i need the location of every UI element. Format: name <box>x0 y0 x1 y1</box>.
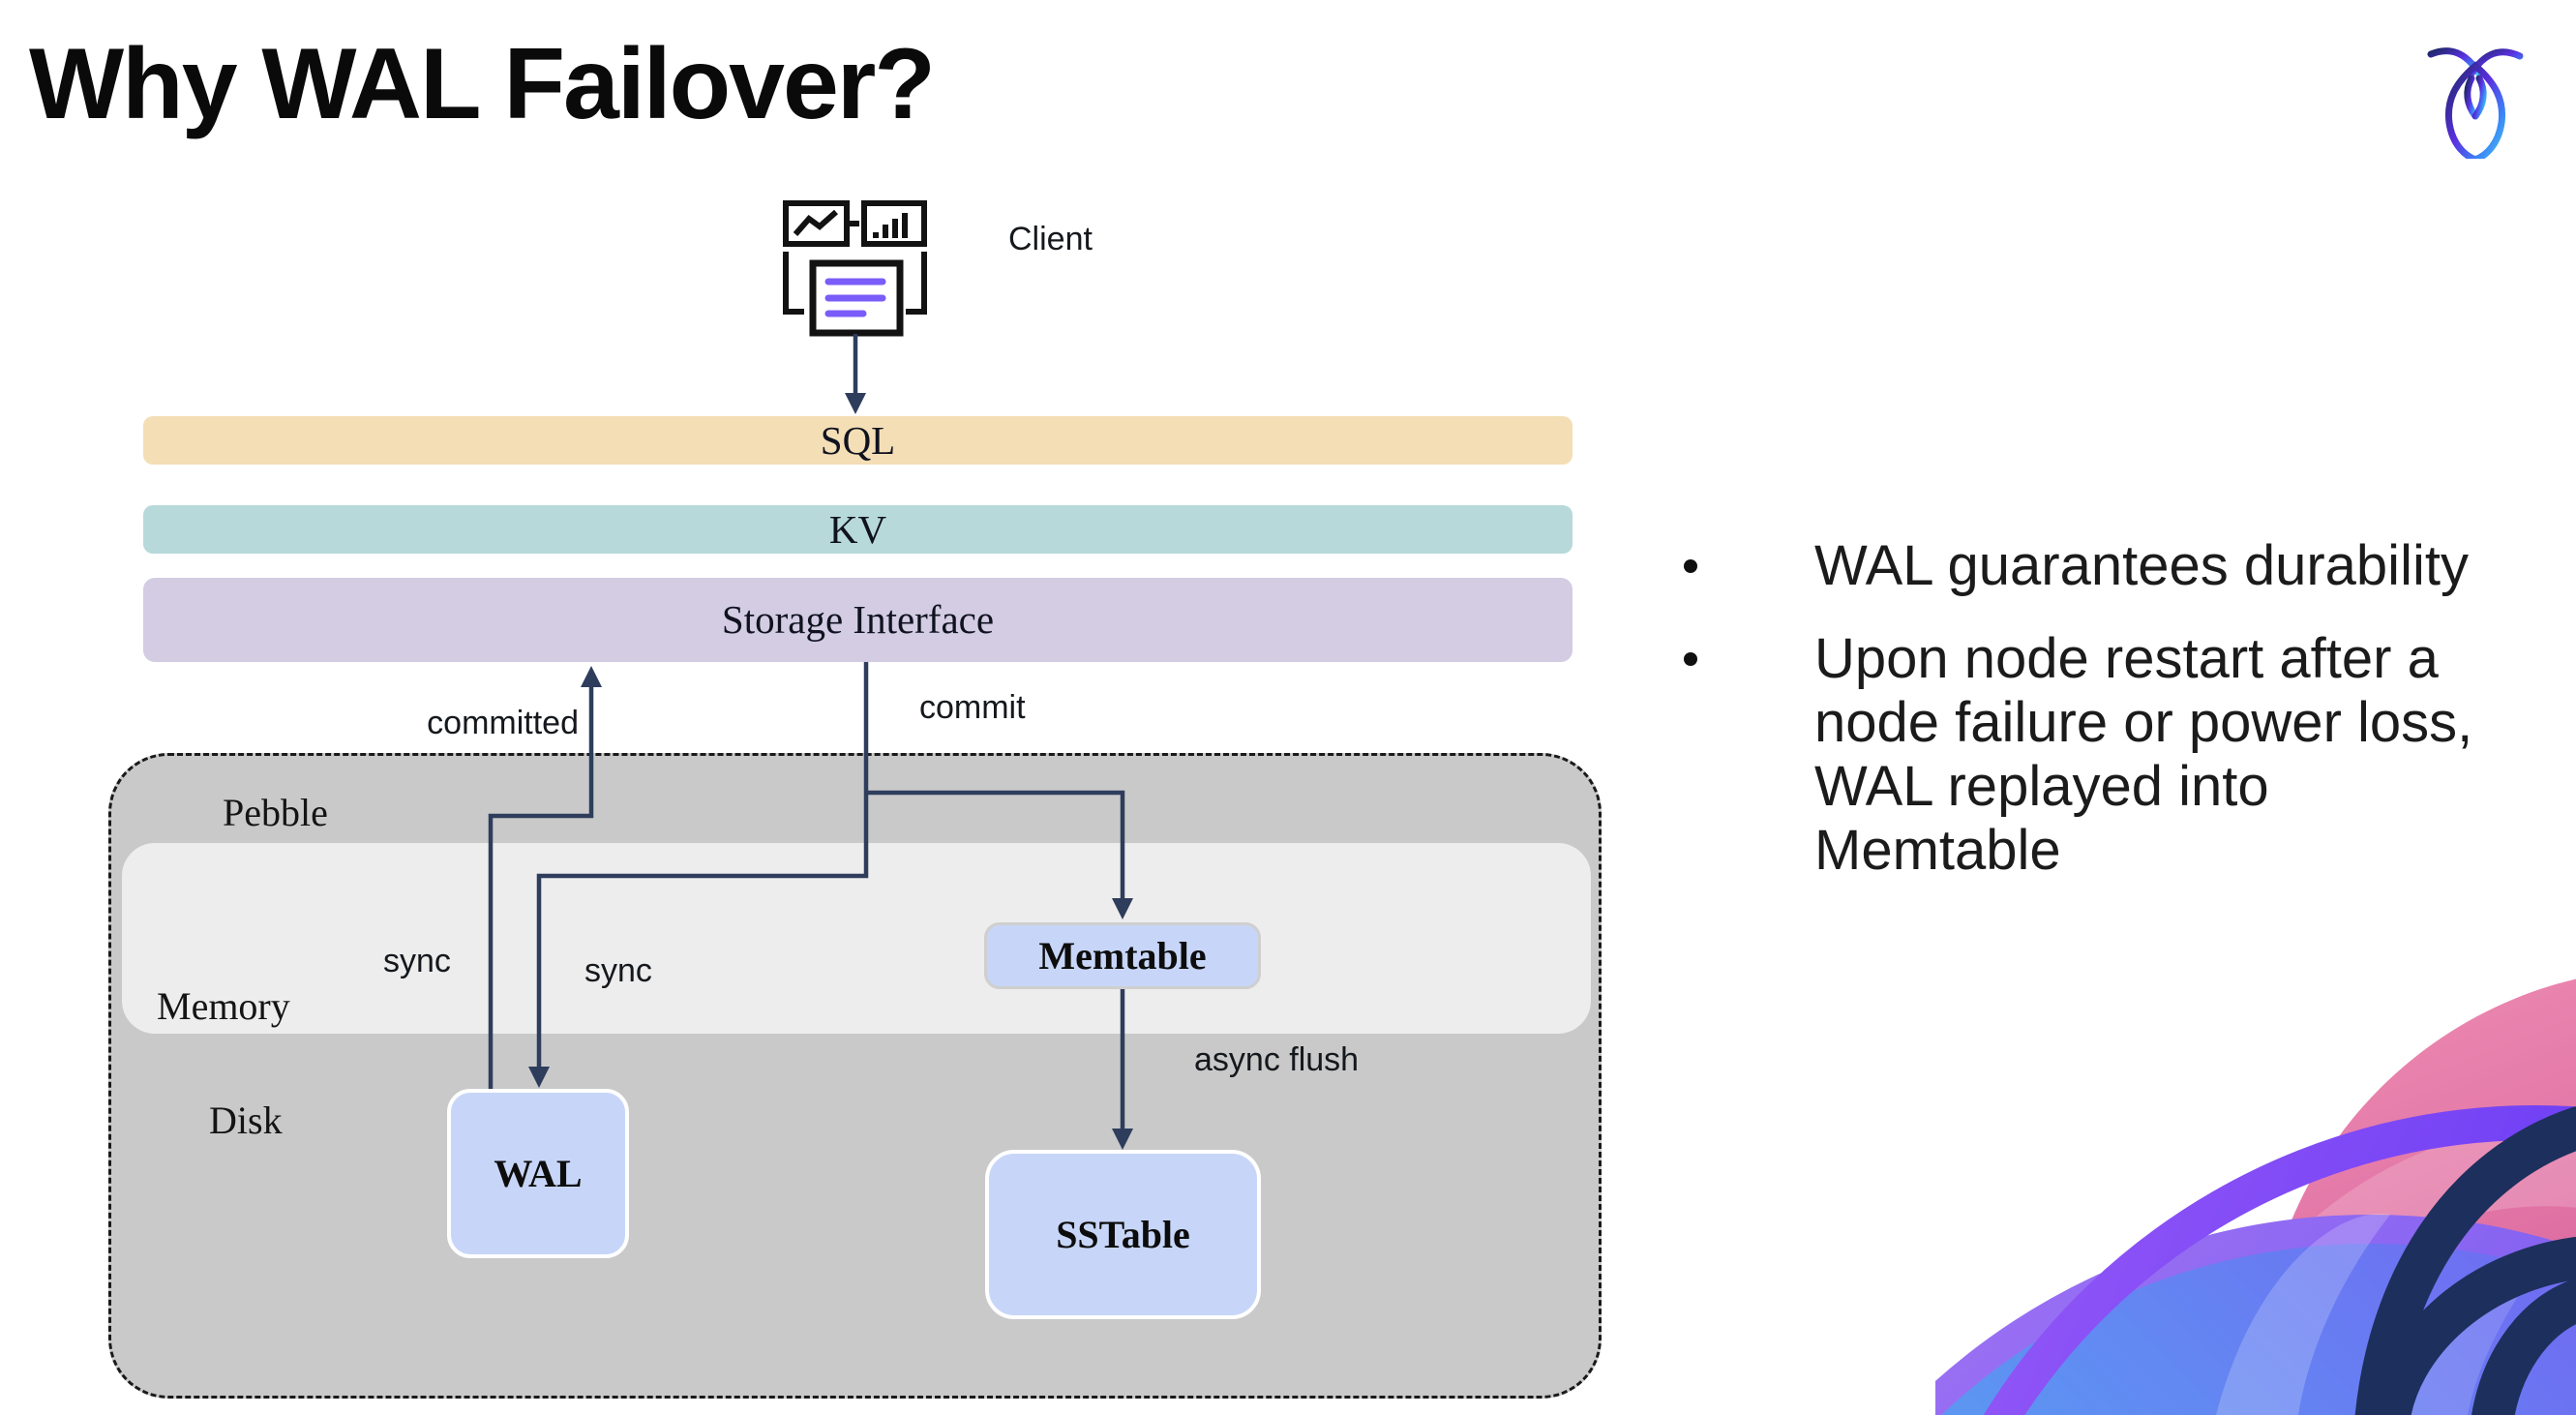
memory-label: Memory <box>157 984 290 1028</box>
pebble-label: Pebble <box>223 791 328 834</box>
committed-arrow <box>488 683 594 1089</box>
document-lines-icon <box>824 278 886 317</box>
bullet-dot <box>1684 652 1697 666</box>
cockroachdb-logo-icon <box>2427 47 2524 159</box>
committed-label: committed <box>427 705 579 741</box>
bullet-line: WAL guarantees durability <box>1814 534 2469 597</box>
commit-memtable-arrow <box>866 790 1125 902</box>
client-label: Client <box>1008 221 1093 257</box>
commit-label: commit <box>919 689 1026 726</box>
layer-storage-interface: Storage Interface <box>143 578 1573 662</box>
arrowhead-into-wal <box>528 1067 550 1088</box>
page-title: Why WAL Failover? <box>29 28 936 140</box>
arrowhead-into-sstable <box>1112 1129 1133 1150</box>
bullet-item: WAL guarantees durability <box>1684 534 2516 598</box>
wal-node: WAL <box>447 1089 629 1258</box>
sync-label-left: sync <box>383 943 451 979</box>
bullet-dot <box>1684 559 1697 573</box>
cockroach-brand-art <box>1935 978 2576 1415</box>
bullet-list: WAL guarantees durability Upon node rest… <box>1684 534 2516 883</box>
bullet-line: WAL replayed into Memtable <box>1814 755 2269 882</box>
arrowhead-into-sql <box>845 393 866 414</box>
line-chart-icon <box>793 209 838 236</box>
bullet-text: Upon node restart after a node failure o… <box>1814 627 2516 883</box>
sstable-node: SSTable <box>985 1150 1261 1319</box>
bullet-line: Upon node restart after a <box>1814 627 2439 690</box>
bullet-text: WAL guarantees durability <box>1814 534 2469 598</box>
bar-chart-icon <box>850 213 908 238</box>
sync-label-right: sync <box>584 952 652 989</box>
disk-label: Disk <box>209 1099 283 1142</box>
layer-sql: SQL <box>143 416 1573 465</box>
bullet-line: node failure or power loss, <box>1814 691 2473 754</box>
async-flush-label: async flush <box>1194 1041 1360 1078</box>
arrowhead-into-memtable <box>1112 898 1133 919</box>
commit-sync-arrow <box>536 662 869 1070</box>
client-workstation-icon <box>783 200 927 337</box>
memtable-node: Memtable <box>984 922 1261 989</box>
bullet-item: Upon node restart after a node failure o… <box>1684 627 2516 883</box>
arrowhead-into-storage <box>581 666 602 687</box>
layer-kv: KV <box>143 505 1573 554</box>
